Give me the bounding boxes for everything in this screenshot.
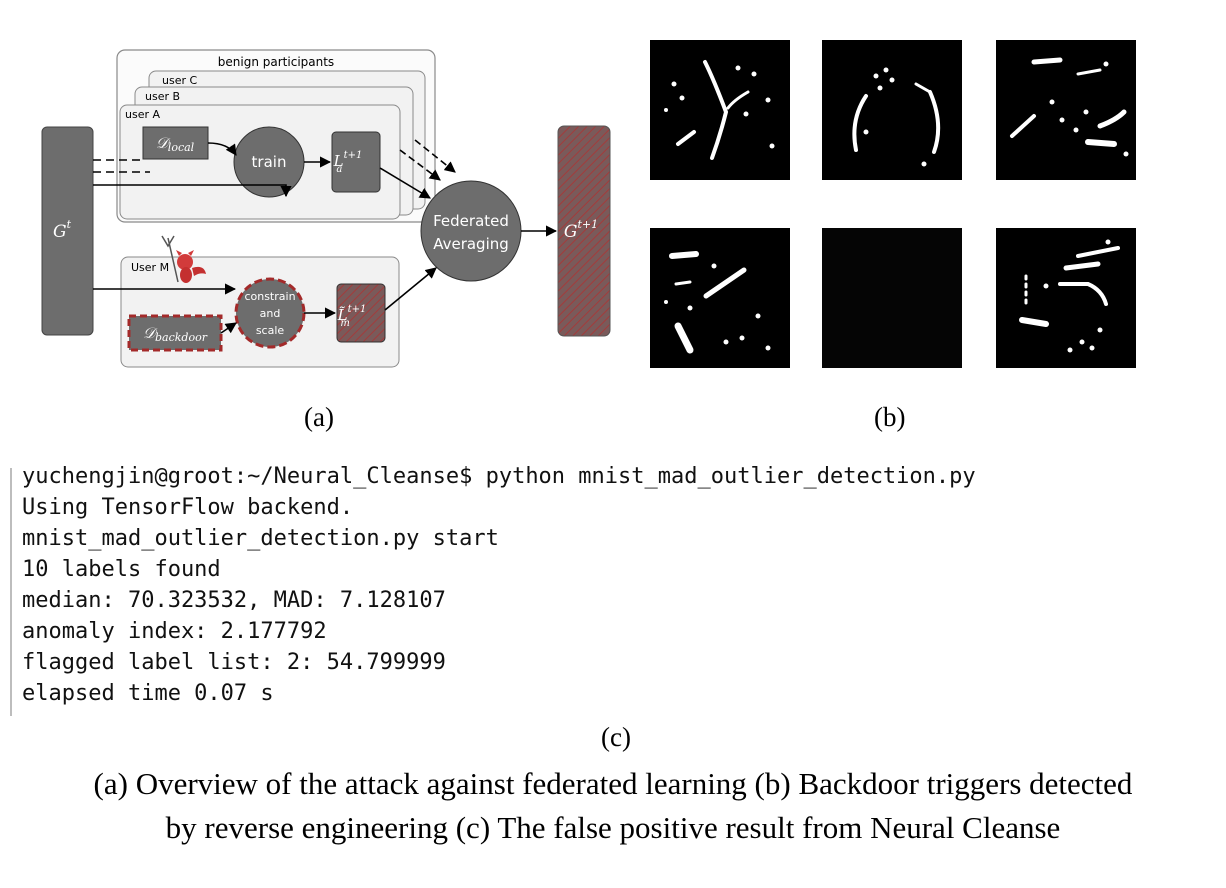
fed-avg-label-2: Averaging bbox=[433, 235, 509, 253]
benign-participants-label: benign participants bbox=[218, 55, 334, 69]
svg-text:Gt+1: Gt+1 bbox=[564, 218, 598, 242]
train-label: train bbox=[252, 153, 287, 171]
svg-text:L̃t+1m: L̃t+1 m bbox=[337, 304, 367, 329]
d-backdoor-symbol: 𝒟 bbox=[143, 324, 158, 342]
global-model-gt1 bbox=[557, 125, 611, 337]
figure-caption-line-2: by reverse engineering (c) The false pos… bbox=[165, 810, 1061, 845]
trigger-image-2 bbox=[822, 40, 962, 180]
l-m-subscript: m bbox=[340, 318, 349, 329]
d-local-symbol: 𝒟 bbox=[156, 134, 171, 152]
fed-avg-label-1: Federated bbox=[433, 212, 509, 230]
l-m-box bbox=[336, 283, 386, 343]
l-m-symbol: L̃ bbox=[337, 306, 348, 324]
gt1-symbol: G bbox=[564, 222, 578, 242]
devil-attacker-icon bbox=[161, 235, 206, 283]
gt-symbol: G bbox=[53, 222, 67, 242]
gt1-superscript: t+1 bbox=[577, 218, 598, 231]
panel-a-label: (a) bbox=[304, 402, 334, 432]
panel-c-label: (c) bbox=[601, 722, 631, 752]
figure-caption-line-1: (a) Overview of the attack against feder… bbox=[93, 766, 1133, 801]
l-a-box bbox=[331, 131, 381, 193]
trigger-image-1 bbox=[650, 40, 790, 180]
terminal-line: Using TensorFlow backend. bbox=[22, 495, 354, 520]
terminal-line: elapsed time 0.07 s bbox=[22, 681, 274, 706]
l-a-superscript: t+1 bbox=[344, 150, 363, 161]
trigger-image-4 bbox=[650, 228, 790, 368]
constrain-label-3: scale bbox=[256, 324, 285, 337]
svg-text:𝒟backdoor: 𝒟backdoor bbox=[143, 324, 208, 344]
svg-text:𝒟local: 𝒟local bbox=[156, 134, 195, 154]
terminal-line: median: 70.323532, MAD: 7.128107 bbox=[22, 588, 446, 613]
trigger-image-3 bbox=[996, 40, 1136, 180]
l-a-subscript: a bbox=[336, 164, 342, 175]
terminal-line-command: yuchengjin@groot:~/Neural_Cleanse$ pytho… bbox=[22, 464, 976, 489]
d-local-box bbox=[142, 126, 209, 160]
l-m-superscript: t+1 bbox=[348, 304, 367, 315]
federated-averaging-node bbox=[420, 180, 522, 282]
terminal-line: anomaly index: 2.177792 bbox=[22, 619, 327, 644]
terminal-line: mnist_mad_outlier_detection.py start bbox=[22, 526, 499, 551]
global-model-gt bbox=[41, 126, 94, 336]
federated-attack-diagram: benign participants user C user B user A… bbox=[41, 49, 611, 368]
terminal-line: flagged label list: 2: 54.799999 bbox=[22, 650, 446, 675]
gt-superscript: t bbox=[67, 218, 72, 231]
svg-text:Lt+1a: Lt+1a bbox=[333, 150, 363, 175]
constrain-label-1: constrain bbox=[244, 290, 295, 303]
panel-b-label: (b) bbox=[874, 402, 906, 432]
terminal-line: 10 labels found bbox=[22, 557, 221, 582]
constrain-label-2: and bbox=[260, 307, 281, 320]
trigger-image-6 bbox=[996, 228, 1136, 368]
trigger-image-5 bbox=[822, 228, 962, 368]
d-backdoor-subscript: backdoor bbox=[155, 331, 208, 344]
d-local-subscript: local bbox=[168, 141, 195, 154]
svg-text:Gt: Gt bbox=[53, 218, 72, 242]
l-a-symbol: L bbox=[333, 152, 344, 170]
user-a-label: user A bbox=[125, 108, 160, 121]
terminal-left-border bbox=[10, 468, 12, 716]
diagram-arrows bbox=[93, 139, 558, 334]
d-backdoor-box bbox=[127, 314, 223, 352]
user-b-label: user B bbox=[145, 90, 180, 103]
user-c-label: user C bbox=[162, 74, 197, 87]
user-m-label: User M bbox=[131, 261, 169, 274]
